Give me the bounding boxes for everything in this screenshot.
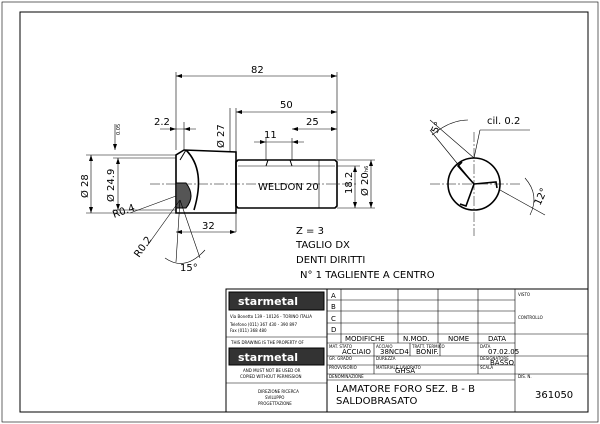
svg-text:07.02.05: 07.02.05	[488, 348, 519, 356]
note-z: Z = 3	[296, 226, 324, 237]
dim-dia-20: Ø 20	[359, 172, 371, 196]
dim-angle-15: 15°	[180, 263, 198, 274]
dim-11: 11	[264, 130, 277, 141]
svg-text:SVILUPPO: SVILUPPO	[265, 395, 284, 400]
svg-text:Telefono (011) 367 430 - 390 8: Telefono (011) 367 430 - 390 897	[229, 322, 297, 327]
svg-text:MAT. STATO: MAT. STATO	[329, 344, 352, 349]
svg-text:GHSA: GHSA	[395, 367, 415, 375]
svg-text:DUREZZA: DUREZZA	[376, 356, 396, 361]
svg-text:Via Bonetto 139 - 10126 - TORI: Via Bonetto 139 - 10126 - TORINO ITALIA	[230, 314, 312, 319]
cutter-tooth	[185, 149, 200, 211]
dim-2-2: 2.2	[154, 117, 170, 128]
svg-text:MATERIALE LAVORATO: MATERIALE LAVORATO	[376, 365, 421, 370]
weldon-flat-notch	[265, 159, 293, 167]
svg-text:SCALA: SCALA	[480, 365, 493, 370]
svg-text:PROGETTAZIONE: PROGETTAZIONE	[258, 401, 292, 406]
svg-text:MODIFICHE: MODIFICHE	[345, 335, 385, 343]
svg-text:D: D	[331, 326, 336, 334]
cutter-tooth-upper	[179, 149, 187, 161]
svg-text:N.MOD.: N.MOD.	[403, 335, 430, 343]
dim-dia-27: Ø 27	[215, 124, 227, 148]
svg-text:A: A	[331, 292, 336, 300]
svg-text:THIS DRAWING IS THE PROPERTY O: THIS DRAWING IS THE PROPERTY OF	[230, 340, 304, 345]
svg-text:BONIF.: BONIF.	[416, 348, 439, 356]
dim-dia-28: Ø 28	[79, 174, 91, 198]
dim-25: 25	[306, 117, 319, 128]
svg-text:DENOMINAZIONE: DENOMINAZIONE	[329, 374, 364, 379]
dim-r0-2: R0.2	[132, 235, 154, 260]
dim-32: 32	[202, 221, 215, 232]
note-tagliente: N° 1 TAGLIENTE A CENTRO	[300, 270, 435, 281]
svg-text:BASSO: BASSO	[490, 359, 514, 367]
dim-angle-5: 5°	[430, 120, 445, 135]
svg-text:38NCD4: 38NCD4	[380, 348, 409, 356]
svg-text:AND MUST NOT BE USED OR: AND MUST NOT BE USED OR	[243, 368, 301, 373]
logo-bottom	[228, 347, 325, 366]
note-taglio: TAGLIO DX	[295, 240, 350, 251]
dim-dia-24-9: Ø 24.9	[105, 169, 117, 202]
dim-tol: 0.05	[116, 124, 122, 135]
weldon-label: WELDON 20	[258, 182, 319, 193]
svg-text:ACCIAIO: ACCIAIO	[376, 344, 393, 349]
side-view: 82 50 25 11 2.2 Ø 27 0.05 Ø 28	[79, 65, 375, 274]
svg-text:DESIGNATORE: DESIGNATORE	[480, 356, 509, 361]
end-view: 5° cil. 0.2 12°	[430, 116, 550, 236]
svg-text:C: C	[331, 315, 336, 323]
svg-text:CONTROLLO: CONTROLLO	[518, 315, 543, 320]
dim-r0-4: R0.4	[111, 203, 136, 221]
note-denti: DENTI DIRITTI	[296, 255, 365, 266]
logo-top	[228, 291, 325, 311]
dim-angle-12: 12°	[533, 187, 550, 208]
logo-bottom-text: starmetal	[238, 351, 298, 364]
dim-82: 82	[251, 65, 264, 76]
svg-text:COPIED WITHOUT PERMISSION: COPIED WITHOUT PERMISSION	[240, 374, 302, 379]
svg-text:DIS. N.: DIS. N.	[518, 374, 532, 379]
drawing-title-1: LAMATORE FORO SEZ. B - B	[336, 384, 475, 395]
svg-text:DATA: DATA	[480, 344, 491, 349]
drawing-title-2: SALDOBRASATO	[336, 396, 417, 407]
svg-text:VISTO: VISTO	[518, 292, 530, 297]
notes: Z = 3 TAGLIO DX DENTI DIRITTI N° 1 TAGLI…	[295, 226, 435, 281]
svg-text:GR. GRADO: GR. GRADO	[329, 356, 352, 361]
dim-50: 50	[280, 100, 293, 111]
svg-text:DATA: DATA	[488, 335, 506, 343]
svg-text:PROVVISORIO: PROVVISORIO	[329, 365, 357, 370]
dim-h6: h6	[364, 166, 370, 172]
svg-text:DIREZIONE RICERCA: DIREZIONE RICERCA	[258, 389, 299, 394]
svg-text:ACCIAIO: ACCIAIO	[342, 348, 371, 356]
brazed-insert	[175, 182, 192, 209]
svg-text:B: B	[331, 303, 336, 311]
svg-text:NOME: NOME	[448, 335, 469, 343]
dim-18-2: 18.2	[344, 172, 355, 194]
dim-cil: cil. 0.2	[487, 116, 520, 127]
title-block: starmetal Via Bonetto 139 - 10126 - TORI…	[225, 288, 589, 413]
drawing-number: 361050	[535, 390, 573, 401]
svg-text:Fax (011) 368 480: Fax (011) 368 480	[230, 328, 267, 333]
svg-text:TRATT. TERMICO: TRATT. TERMICO	[411, 344, 445, 349]
logo-top-text: starmetal	[238, 295, 298, 308]
